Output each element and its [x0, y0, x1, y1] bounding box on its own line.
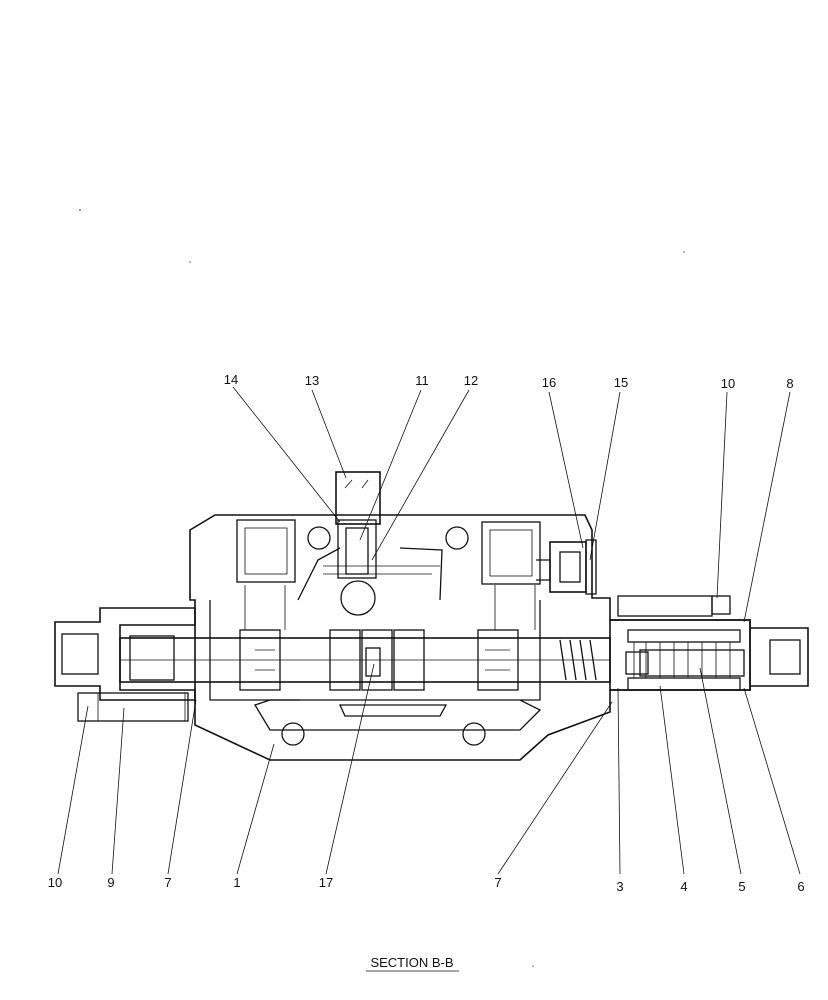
callout-10-top: 10 — [721, 376, 735, 391]
callout-13: 13 — [305, 373, 319, 388]
spool — [119, 629, 611, 691]
callout-labels: 14 13 11 12 16 15 10 8 10 9 7 1 17 7 3 4… — [48, 372, 805, 894]
section-caption: SECTION B-B — [370, 955, 453, 970]
callout-17: 17 — [319, 875, 333, 890]
left-cap — [54, 607, 196, 722]
callout-16: 16 — [542, 375, 556, 390]
right-cap — [609, 595, 809, 691]
callout-7-right: 7 — [494, 875, 501, 890]
callout-14: 14 — [224, 372, 238, 387]
callout-4: 4 — [680, 879, 687, 894]
callout-12: 12 — [464, 373, 478, 388]
top-relief-valve — [335, 471, 381, 579]
callout-7-left: 7 — [164, 875, 171, 890]
callout-10-bottom: 10 — [48, 875, 62, 890]
callout-11: 11 — [415, 373, 429, 388]
callout-1: 1 — [233, 875, 240, 890]
callout-5: 5 — [738, 879, 745, 894]
leader-lines — [57, 386, 801, 875]
callout-8: 8 — [786, 376, 793, 391]
callout-6: 6 — [797, 879, 804, 894]
callout-9: 9 — [107, 875, 114, 890]
side-plug — [536, 539, 597, 595]
callout-15: 15 — [614, 375, 628, 390]
callout-3: 3 — [616, 879, 623, 894]
